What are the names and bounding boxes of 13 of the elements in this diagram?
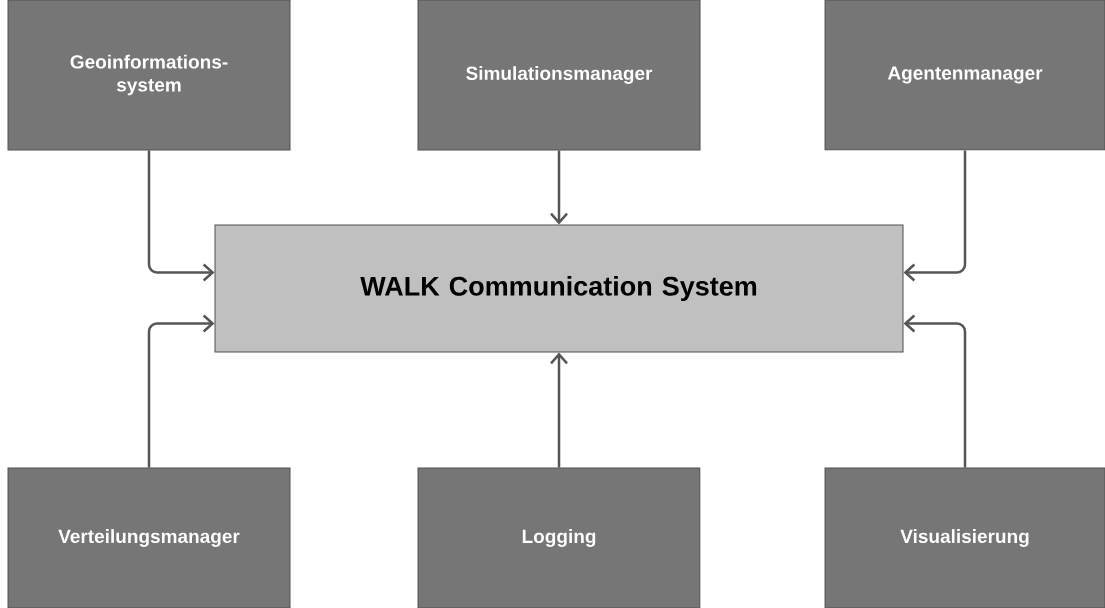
module-box: Visualisierung (824, 467, 1105, 608)
module-box: Geoinformations-system (7, 0, 291, 151)
arrow (550, 150, 568, 225)
arrow (903, 150, 967, 282)
module-box: Simulationsmanager (417, 0, 701, 151)
system-box: WALK Communication System (214, 224, 904, 353)
module-box: Logging (417, 467, 701, 608)
module-box: Verteilungsmanager (7, 467, 291, 608)
arrow (903, 314, 967, 468)
arrow (550, 352, 568, 468)
arrow (147, 314, 215, 468)
arrow (147, 150, 215, 282)
module-box: Agentenmanager (824, 0, 1105, 151)
